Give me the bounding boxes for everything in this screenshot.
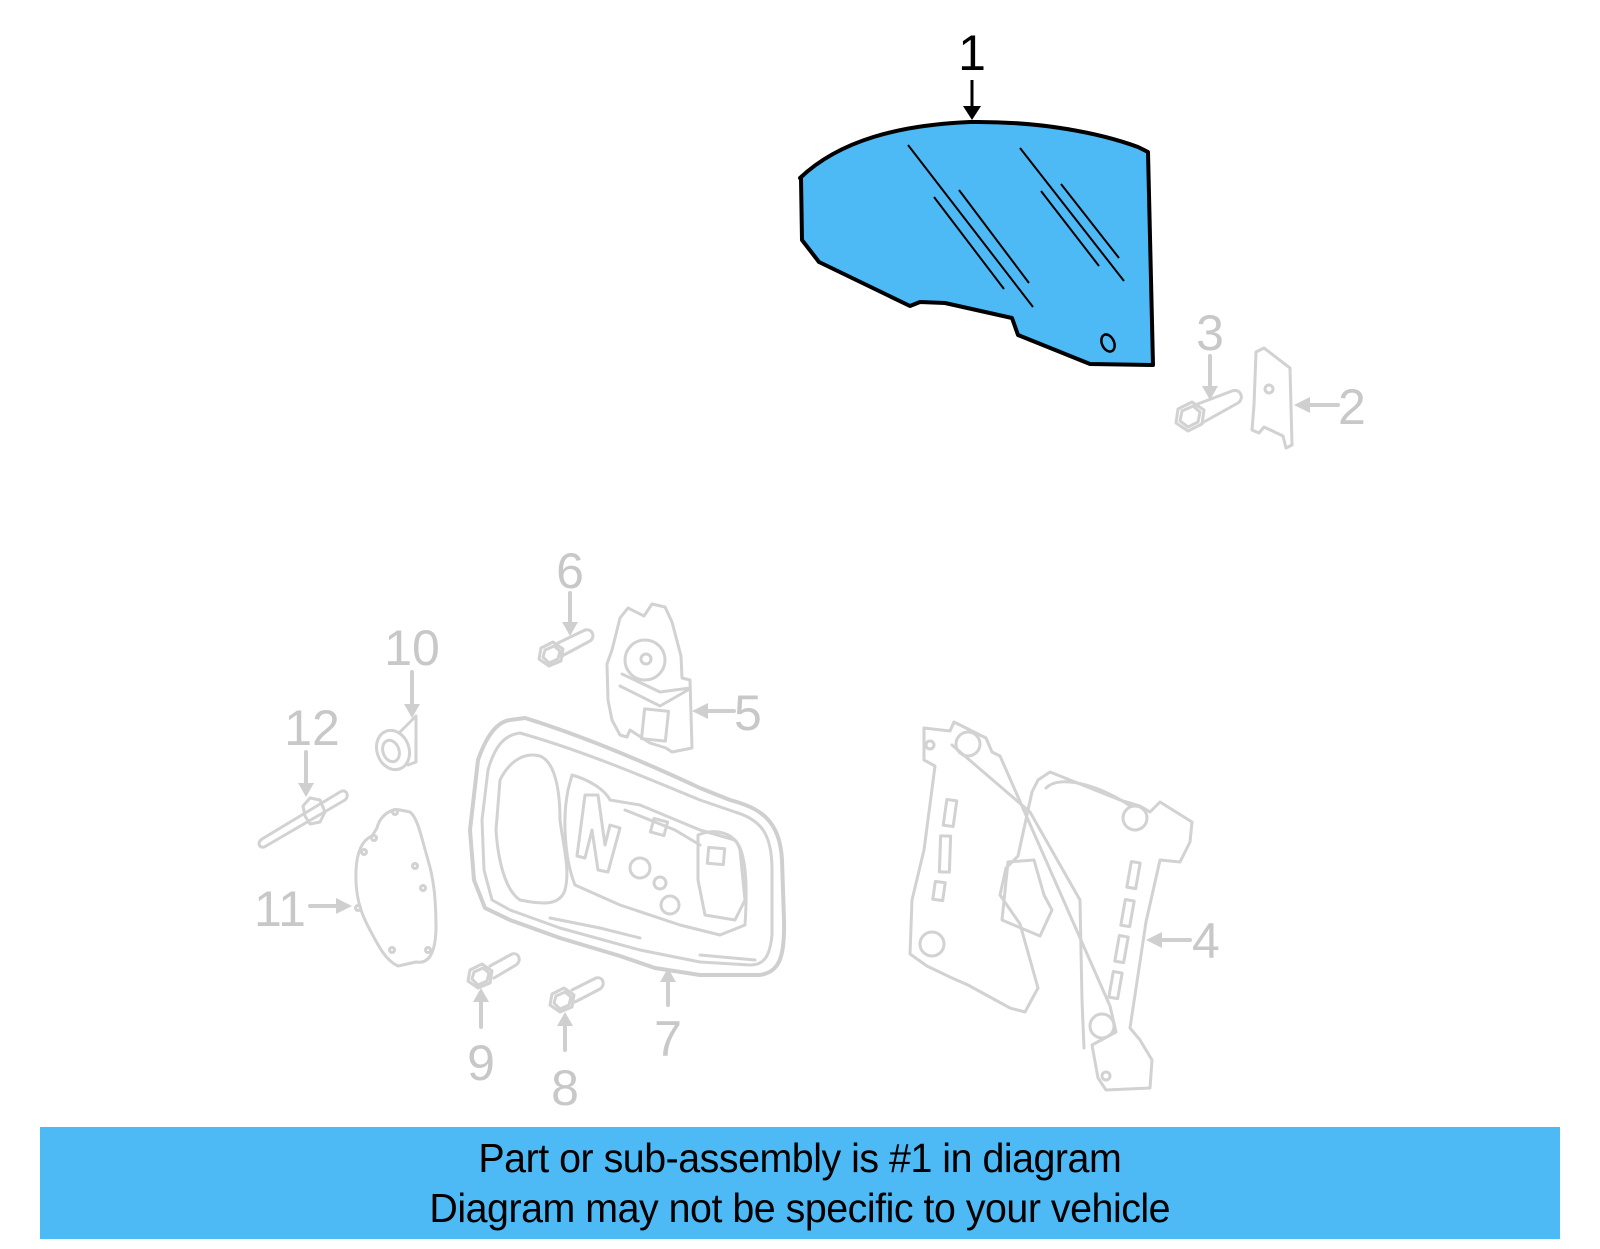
callout-10-label: 10 <box>384 620 440 676</box>
part-10-grommet[interactable] <box>371 714 418 774</box>
callout-10[interactable]: 10 <box>384 620 440 718</box>
callout-12-label: 12 <box>284 700 340 756</box>
callout-2[interactable]: 2 <box>1294 379 1366 435</box>
callout-9-label: 9 <box>467 1035 495 1091</box>
callout-4-label: 4 <box>1192 913 1220 969</box>
callout-5-label: 5 <box>734 685 762 741</box>
callout-1[interactable]: 1 <box>958 25 986 120</box>
glass-reflection-lines <box>907 144 1125 308</box>
part-2-bracket[interactable] <box>1250 346 1294 450</box>
callout-6-label: 6 <box>556 543 584 599</box>
callout-1-label: 1 <box>958 25 986 81</box>
part-7-module-panel[interactable] <box>468 716 787 977</box>
callout-8[interactable]: 8 <box>551 1012 579 1116</box>
callout-11-label: 11 <box>254 881 306 937</box>
part-8-bolt[interactable] <box>548 976 605 1014</box>
callout-7[interactable]: 7 <box>654 968 682 1067</box>
banner-line-disclaimer: Diagram may not be specific to your vehi… <box>429 1185 1171 1231</box>
glass-hole <box>1100 333 1116 353</box>
callout-9[interactable]: 9 <box>467 988 495 1091</box>
part-9-bolt[interactable] <box>466 952 521 990</box>
part-12-push-pin[interactable] <box>257 789 349 849</box>
info-banner: Part or sub-assembly is #1 in diagram Di… <box>40 1127 1560 1239</box>
callout-2-label: 2 <box>1338 379 1366 435</box>
callout-6[interactable]: 6 <box>556 543 584 636</box>
banner-line-part-number: Part or sub-assembly is #1 in diagram <box>478 1135 1122 1181</box>
callout-4[interactable]: 4 <box>1146 913 1220 969</box>
callout-8-label: 8 <box>551 1060 579 1116</box>
callout-3-label: 3 <box>1196 305 1224 361</box>
part-5-window-motor[interactable] <box>605 602 694 754</box>
callout-12[interactable]: 12 <box>284 700 340 797</box>
callout-7-label: 7 <box>654 1011 682 1067</box>
callout-11[interactable]: 11 <box>254 881 352 937</box>
callout-3[interactable]: 3 <box>1196 305 1224 400</box>
part-6-bolt[interactable] <box>537 628 595 668</box>
callout-5[interactable]: 5 <box>692 685 762 741</box>
part-3-bolt[interactable] <box>1174 388 1243 433</box>
part-1-door-glass[interactable] <box>798 119 1155 367</box>
part-11-access-cover[interactable] <box>354 808 438 968</box>
part-4-window-regulator[interactable] <box>908 720 1194 1092</box>
